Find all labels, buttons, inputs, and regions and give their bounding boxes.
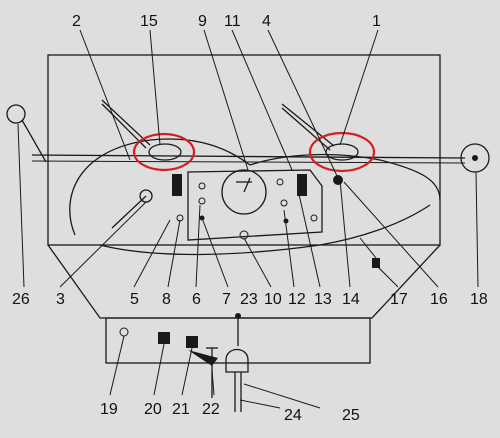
label-3: 3 [56, 291, 65, 308]
label-4: 4 [262, 13, 271, 30]
label-21: 21 [172, 401, 190, 418]
right-handwheel [460, 143, 490, 173]
label-1: 1 [372, 13, 381, 30]
right-handwheel-hub [472, 155, 478, 161]
label-6: 6 [192, 291, 201, 308]
center-panel [187, 169, 323, 241]
label-16: 16 [430, 291, 448, 308]
label-15: 15 [140, 13, 158, 30]
left-lever [21, 119, 47, 163]
label-19: 19 [100, 401, 118, 418]
left-pivot-arm [111, 195, 147, 229]
label-8: 8 [162, 291, 171, 308]
center-gauge [221, 169, 267, 215]
drain-valve [225, 348, 249, 373]
probe-23-tip [235, 313, 241, 319]
leader-lines [17, 29, 479, 409]
label-9: 9 [198, 13, 207, 30]
label-2: 2 [72, 13, 81, 30]
guide-rod-lower [31, 160, 466, 164]
switch-20 [158, 332, 170, 344]
left-clamp [148, 143, 182, 161]
highlight-circle-left [132, 132, 196, 172]
label-22: 22 [202, 401, 220, 418]
drum-left [69, 138, 251, 236]
left-knob [6, 104, 26, 124]
part-labels: 2 15 9 11 4 1 26 3 5 8 6 7 23 10 12 13 1… [12, 13, 488, 424]
arm-right-2 [281, 107, 331, 151]
control-lamp [119, 327, 129, 337]
panel-knob-f [283, 218, 289, 224]
panel-knob-e [280, 199, 288, 207]
label-11: 11 [224, 13, 241, 30]
right-small-fitting [372, 258, 380, 268]
highlight-circle-right [308, 131, 376, 173]
label-26: 26 [12, 291, 30, 308]
label-5: 5 [130, 291, 139, 308]
left-indicator-block [172, 174, 182, 196]
upper-housing [47, 54, 441, 246]
panel-knob-b [198, 197, 206, 205]
label-12: 12 [288, 291, 306, 308]
drum-right [249, 153, 441, 201]
label-10: 10 [264, 291, 282, 308]
guide-rod [31, 154, 466, 159]
label-13: 13 [314, 291, 332, 308]
right-sensor-dot [333, 175, 343, 185]
label-7: 7 [222, 291, 231, 308]
switch-21 [186, 336, 198, 348]
label-23: 23 [240, 291, 258, 308]
label-24: 24 [284, 407, 302, 424]
panel-knob-d [276, 178, 284, 186]
label-17: 17 [390, 291, 408, 308]
panel-knob-i [310, 214, 318, 222]
label-18: 18 [470, 291, 488, 308]
lever-21 [188, 350, 218, 366]
panel-knob-a [198, 182, 206, 190]
arm-right [281, 103, 335, 147]
label-25: 25 [342, 407, 360, 424]
drum-bottom [99, 204, 431, 256]
gauge-needle [243, 177, 251, 193]
right-indicator-block [297, 174, 307, 196]
label-14: 14 [342, 291, 360, 308]
panel-knob-g [239, 230, 249, 240]
label-20: 20 [144, 401, 162, 418]
right-fitting-line [359, 237, 377, 259]
arm-left-2 [101, 103, 147, 149]
